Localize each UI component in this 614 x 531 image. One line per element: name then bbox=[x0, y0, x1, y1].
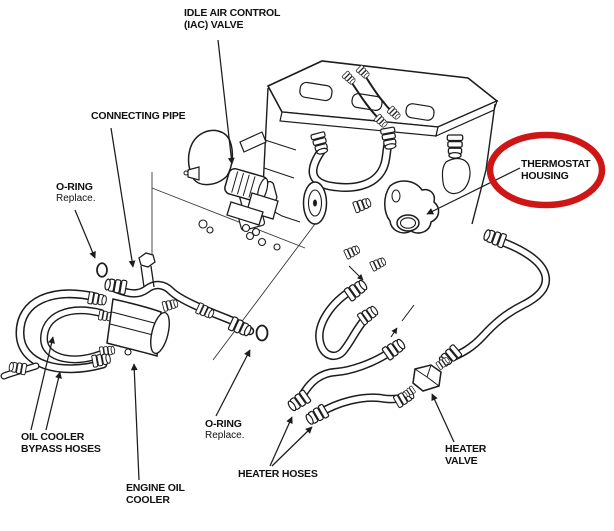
label-oil-cooler-bypass-hoses: OIL COOLER BYPASS HOSES bbox=[21, 431, 101, 455]
o-ring-front-part bbox=[96, 262, 108, 278]
leader-heater-valve bbox=[431, 393, 455, 443]
leader-iac-valve bbox=[217, 39, 235, 165]
leader-bypass-hoses-2 bbox=[45, 371, 62, 431]
label-thermostat-housing: THERMOSTAT HOUSING bbox=[521, 158, 591, 182]
engine-oil-cooler-part bbox=[106, 297, 180, 357]
heater-hoses-part bbox=[285, 227, 551, 428]
label-engine-oil-cooler: ENGINE OIL COOLER bbox=[126, 482, 185, 506]
connecting-pipe-part bbox=[96, 252, 269, 342]
label-connecting-pipe: CONNECTING PIPE bbox=[91, 110, 186, 122]
heater-valve-part bbox=[401, 355, 452, 399]
label-o-ring-rear: O-RING Replace. bbox=[205, 418, 245, 441]
construction-lines bbox=[151, 172, 319, 361]
label-heater-valve: HEATER VALVE bbox=[445, 443, 487, 467]
thermostat-housing-part bbox=[384, 180, 440, 234]
label-iac-valve: IDLE AIR CONTROL (IAC) VALVE bbox=[184, 7, 281, 31]
leader-bypass-hoses-1 bbox=[30, 336, 55, 431]
engine-block bbox=[238, 60, 499, 272]
leader-thermostat-housing bbox=[426, 167, 521, 215]
thermostat-highlight-circle bbox=[486, 131, 606, 209]
label-heater-hoses: HEATER HOSES bbox=[238, 468, 318, 480]
leader-engine-oil-cooler bbox=[130, 363, 140, 481]
iac-valve-part bbox=[183, 129, 279, 237]
oil-cooler-bypass-hoses-part bbox=[0, 289, 116, 380]
o-ring-rear-part bbox=[255, 324, 269, 342]
leader-heater-hoses-1 bbox=[269, 416, 293, 467]
leader-o-ring-front bbox=[74, 209, 96, 259]
label-o-ring-front: O-RING Replace. bbox=[56, 181, 96, 204]
right-heater-hose-part bbox=[436, 227, 551, 370]
leader-o-ring-rear bbox=[215, 349, 251, 417]
leader-lines bbox=[30, 39, 521, 481]
leader-heater-hoses-2 bbox=[271, 426, 313, 467]
leader-connecting-pipe bbox=[110, 127, 136, 268]
valve-cover bbox=[266, 60, 499, 138]
